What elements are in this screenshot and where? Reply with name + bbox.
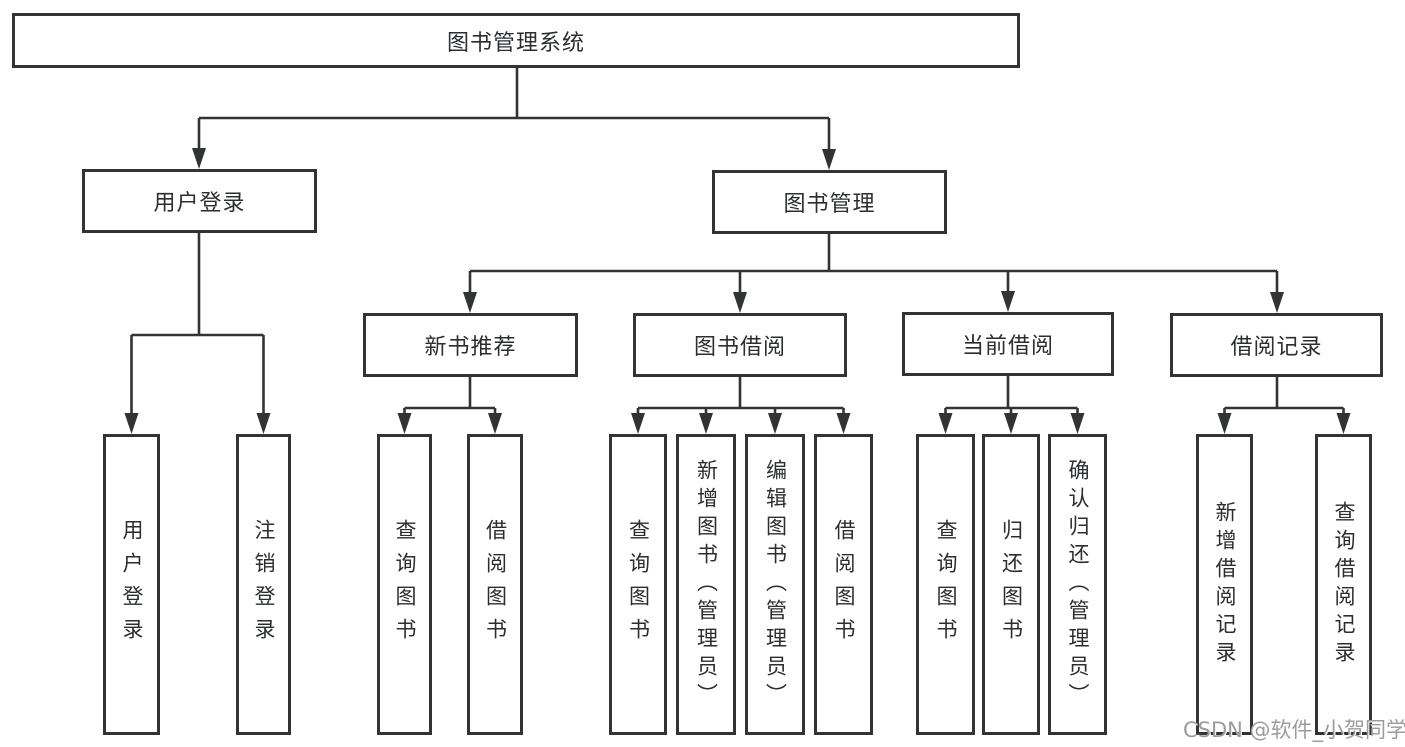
leaf-query-books-recommend: 查询图书 [377, 434, 432, 735]
leaf-add-book-admin: 新增图书（管理员） [676, 434, 736, 735]
leaf-return-books: 归还图书 [982, 434, 1040, 735]
node-book-borrowing: 图书借阅 [633, 313, 847, 377]
node-user-login: 用户登录 [82, 169, 317, 233]
node-new-book-recommendation: 新书推荐 [363, 313, 578, 377]
node-current-borrowing: 当前借阅 [902, 312, 1114, 376]
leaf-confirm-return-admin: 确认归还（管理员） [1048, 434, 1107, 735]
csdn-watermark: CSDN @软件_小贺同学 [1183, 718, 1405, 742]
node-borrowing-records: 借阅记录 [1170, 313, 1383, 377]
node-library-management-system: 图书管理系统 [12, 13, 1020, 68]
leaf-query-borrow-record: 查询借阅记录 [1315, 434, 1372, 735]
connector-strokes [130, 68, 1345, 415]
arrowheads [124, 148, 1351, 434]
leaf-borrow-books-recommend: 借阅图书 [467, 434, 523, 735]
leaf-query-books-borrowing: 查询图书 [609, 434, 667, 735]
leaf-borrow-books: 借阅图书 [814, 434, 873, 735]
node-book-management: 图书管理 [712, 170, 947, 234]
leaf-user-login: 用户登录 [103, 434, 160, 735]
leaf-edit-book-admin: 编辑图书（管理员） [745, 434, 805, 735]
leaf-logout: 注销登录 [236, 434, 291, 735]
leaf-query-books-current: 查询图书 [916, 434, 975, 735]
leaf-add-borrow-record: 新增借阅记录 [1196, 434, 1253, 735]
